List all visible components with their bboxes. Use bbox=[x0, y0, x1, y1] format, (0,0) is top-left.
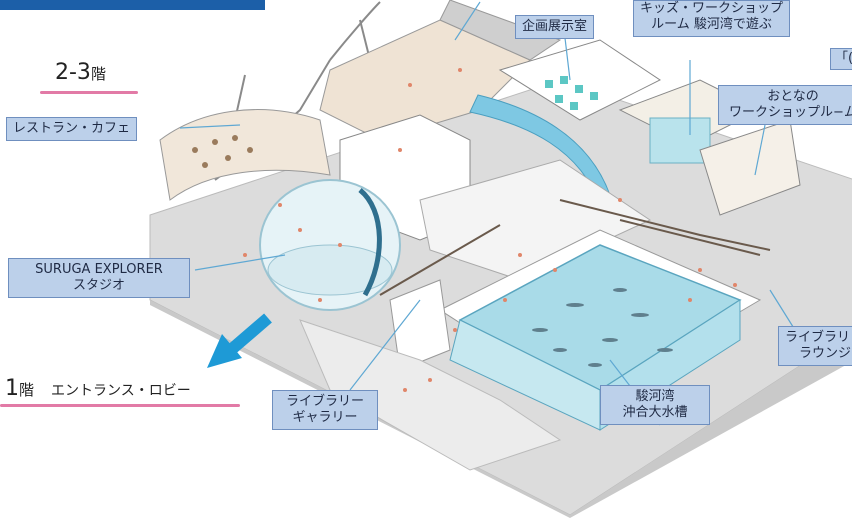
kids-room-window bbox=[649, 117, 711, 164]
library-gallery-callout: ライブラリー ギャラリー bbox=[272, 390, 378, 430]
exhibit-cases bbox=[545, 76, 598, 110]
balcony-railings bbox=[379, 199, 771, 296]
library-lounge-callout: ライブラリ ラウンジ bbox=[778, 326, 852, 366]
partial-callout-top-right: 「( bbox=[830, 48, 852, 70]
kids-workshop-line1: キッズ・ワークショップ bbox=[640, 1, 784, 16]
partial-callout-label: 「( bbox=[835, 51, 852, 66]
ground-floor-suffix: 階 bbox=[19, 381, 35, 399]
library-gallery-line1: ライブラリー bbox=[285, 394, 364, 409]
adult-workshop-room bbox=[699, 119, 801, 216]
restaurant-tables bbox=[192, 135, 253, 168]
upper-floor-number: 2-3 bbox=[55, 60, 91, 85]
special-exhibit-label: 企画展示室 bbox=[522, 19, 588, 34]
library-gallery-line2: ギャラリー bbox=[292, 410, 358, 425]
ground-floor-name: エントランス・ロビー bbox=[51, 383, 191, 399]
ground-floor-label: 1階 エントランス・ロビー bbox=[5, 376, 191, 401]
suruga-explorer-line2: スタジオ bbox=[72, 278, 125, 293]
header-bar bbox=[0, 0, 265, 10]
visitors bbox=[243, 68, 737, 392]
upper-floor-underline bbox=[40, 91, 138, 94]
main-tank-line2: 沖合大水槽 bbox=[622, 405, 688, 420]
ground-floor-number: 1 bbox=[5, 376, 19, 401]
restaurant-callout: レストラン・カフェ bbox=[6, 117, 138, 141]
restaurant-balcony bbox=[159, 109, 331, 201]
suruga-explorer-callout: SURUGA EXPLORER スタジオ bbox=[8, 258, 190, 298]
main-tank-callout: 駿河湾 沖合大水槽 bbox=[600, 385, 710, 425]
ground-floor-underline bbox=[0, 404, 240, 407]
library-lounge-line1: ライブラリ bbox=[785, 330, 851, 345]
adult-workshop-line1: おとなの bbox=[767, 89, 819, 104]
special-exhibit-callout: 企画展示室 bbox=[515, 15, 595, 39]
kids-workshop-callout: キッズ・ワークショップ ルーム 駿河湾で遊ぶ bbox=[633, 0, 791, 37]
upper-floor-suffix: 階 bbox=[90, 65, 106, 83]
library-lounge-line2: ラウンジ bbox=[799, 346, 852, 361]
kids-workshop-line2: ルーム 駿河湾で遊ぶ bbox=[651, 17, 772, 32]
upper-back-wall bbox=[439, 0, 562, 61]
restaurant-label: レストラン・カフェ bbox=[13, 121, 131, 136]
adult-workshop-callout: おとなの ワークショップル−ム bbox=[718, 85, 852, 125]
tank-fish bbox=[532, 288, 673, 367]
suruga-explorer-line1: SURUGA EXPLORER bbox=[35, 262, 163, 277]
adult-workshop-line2: ワークショップル−ム bbox=[729, 105, 852, 120]
main-tank-line1: 駿河湾 bbox=[635, 389, 675, 404]
upper-floor-label: 2-3階 bbox=[55, 60, 106, 85]
lower-walls bbox=[389, 279, 451, 371]
down-arrow-icon bbox=[207, 313, 272, 368]
